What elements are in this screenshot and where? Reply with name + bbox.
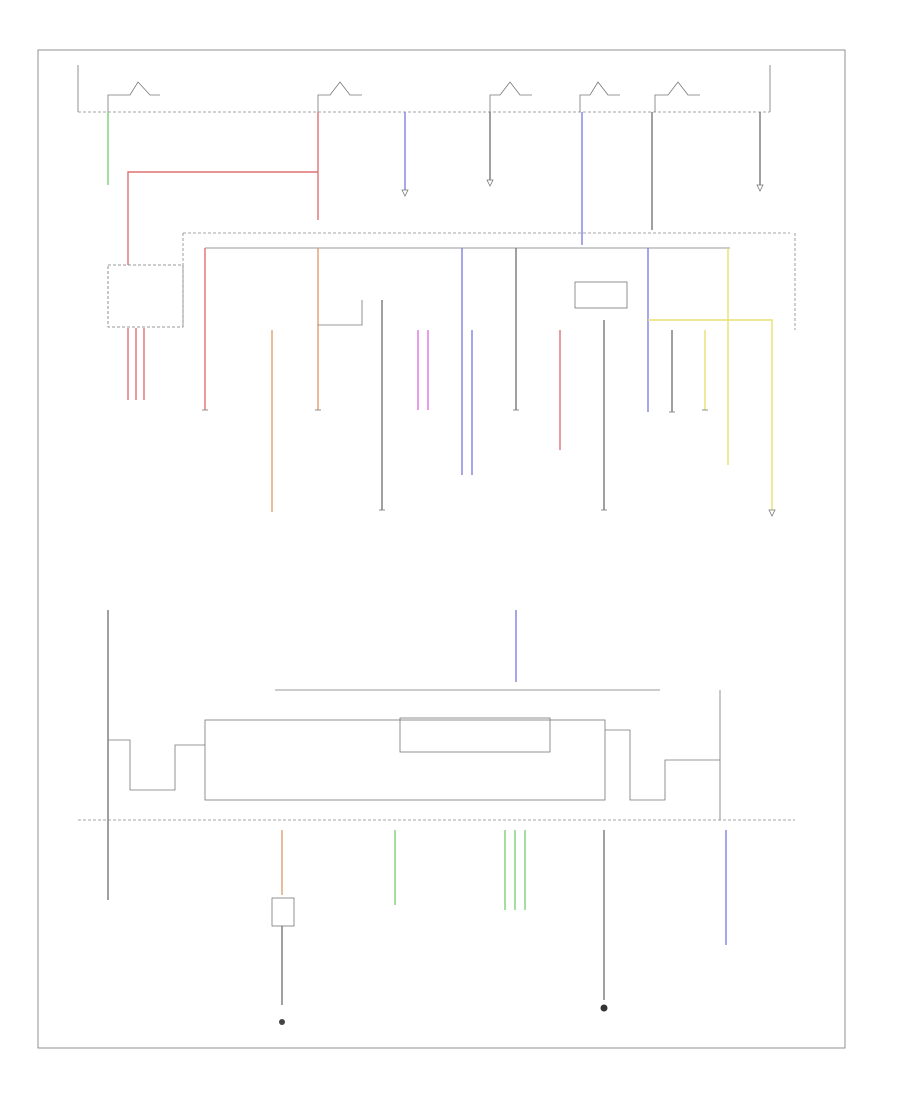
wire-mid-jumper	[318, 300, 363, 326]
fuse-switch-3	[489, 81, 532, 112]
fuse-switch-2	[317, 81, 362, 112]
lower-left-loop	[108, 739, 205, 791]
junction-block-left	[107, 264, 184, 328]
wire-end-ticks	[202, 409, 708, 511]
diagram-frame	[37, 49, 846, 1049]
arrow-1	[401, 189, 409, 197]
arrow-3	[756, 184, 764, 192]
top-fuse-group	[107, 81, 700, 112]
lower-connector-box	[271, 897, 295, 927]
fuse-switch-1	[107, 81, 160, 112]
lower-control-module	[204, 719, 606, 801]
lower-switch-box	[399, 717, 551, 753]
lower-right-loop	[605, 729, 720, 801]
fuse-switch-4	[579, 81, 620, 112]
fuse-switch-5	[654, 81, 700, 112]
ground-point-2	[600, 1004, 608, 1012]
ground-point-1	[279, 1019, 285, 1025]
relay-box	[574, 281, 628, 309]
arrow-4	[768, 509, 776, 517]
wire-yellow-3	[648, 319, 773, 510]
arrow-2	[486, 179, 494, 187]
wire-red-branch	[127, 171, 318, 265]
